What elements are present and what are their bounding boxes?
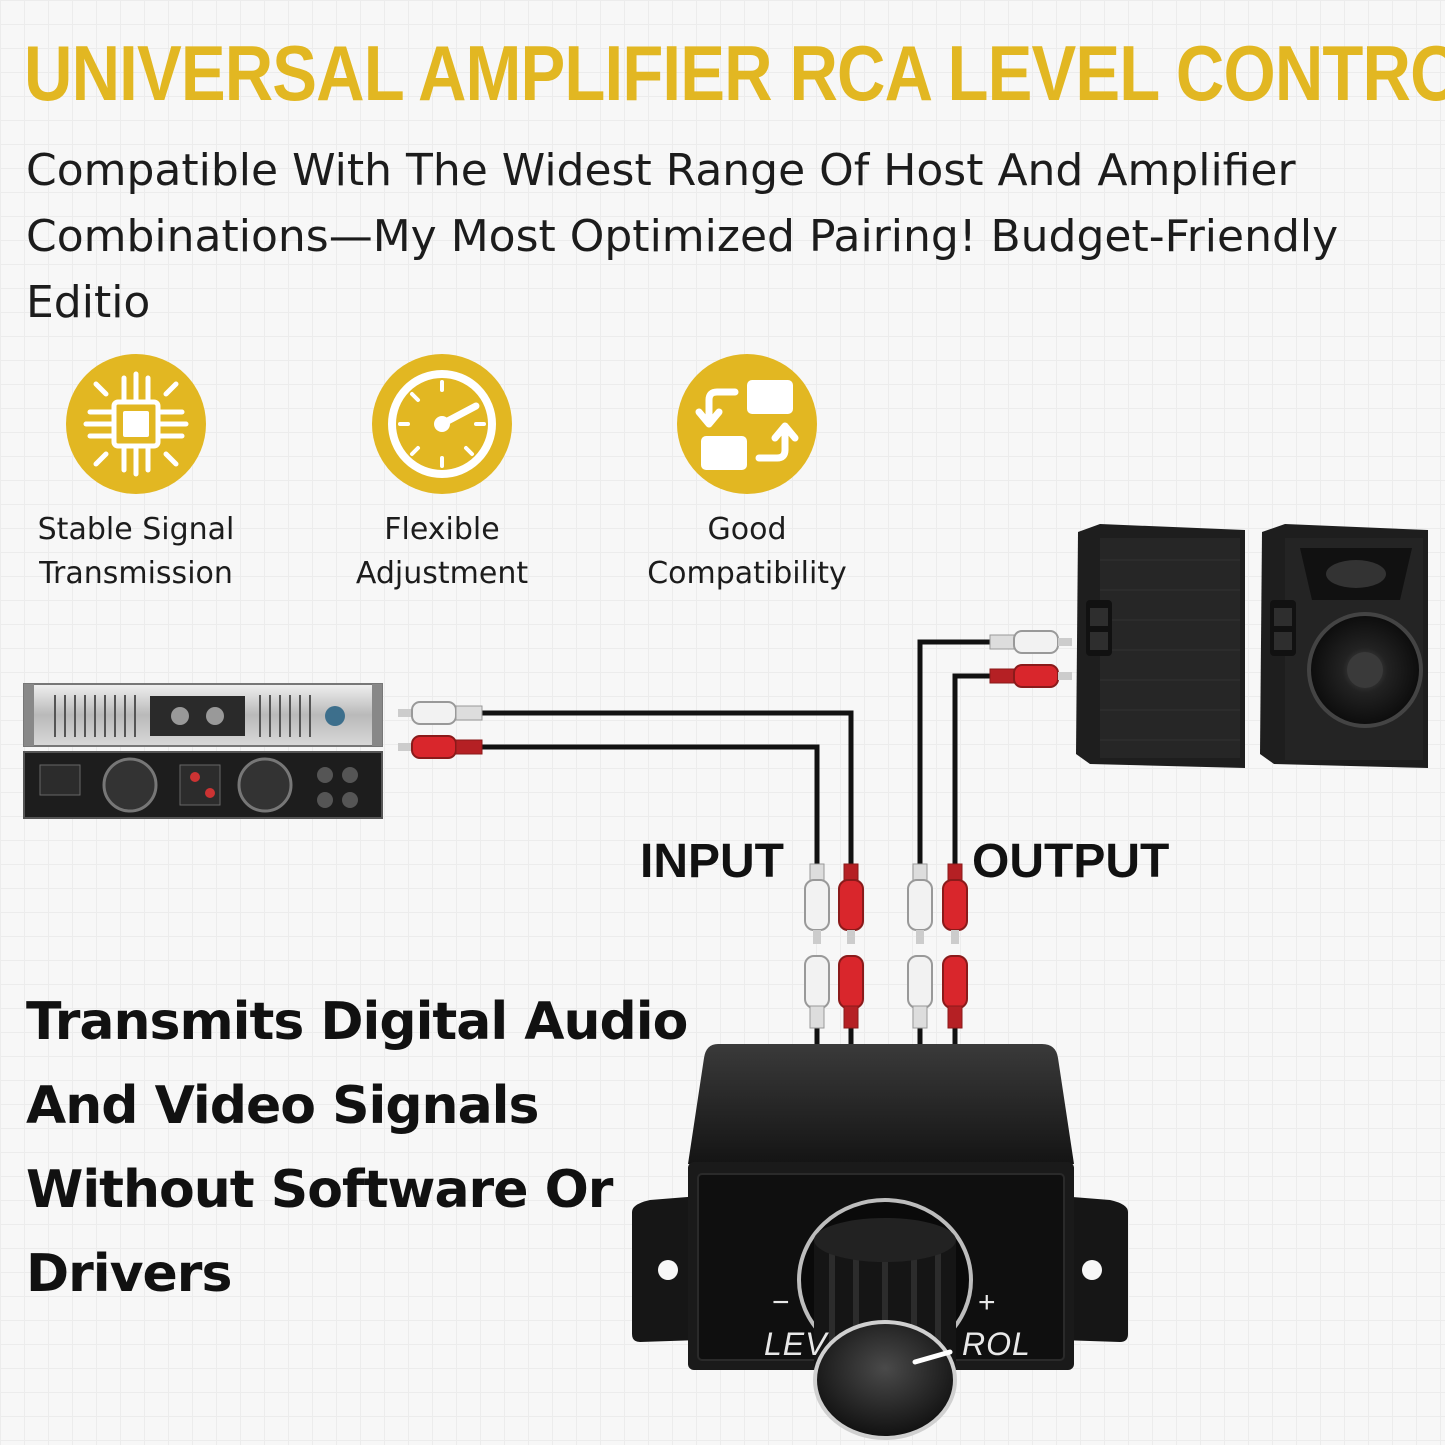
feature-label: Good Compatibility <box>647 512 847 591</box>
feature-label: Flexible Adjustment <box>355 512 529 591</box>
level-control-device <box>632 1044 1128 1440</box>
feature-flexible-adjustment: Flexible Adjustment <box>312 354 572 596</box>
speakers-image <box>1076 524 1428 768</box>
level-text-left: LEV <box>764 1326 828 1362</box>
description-text: Transmits Digital Audio And Video Signal… <box>26 992 688 1304</box>
rca-plug-white-output <box>989 630 1072 654</box>
minus-sign: − <box>772 1286 791 1319</box>
plus-sign: + <box>978 1286 997 1319</box>
circuit-chip-icon <box>66 354 206 494</box>
rca-jack-vertical-row-bottom <box>804 955 968 1029</box>
rca-plug-vertical-row-top <box>804 863 968 944</box>
rca-cables <box>480 639 990 1046</box>
page-subtitle: Compatible With The Widest Range Of Host… <box>26 145 1339 328</box>
gauge-dial-icon <box>372 354 512 494</box>
rca-plug-red-output <box>989 664 1072 688</box>
swap-screens-icon <box>677 354 817 494</box>
feature-good-compatibility: Good Compatibility <box>617 354 877 596</box>
amplifier-image <box>23 683 383 819</box>
output-label: OUTPUT <box>972 835 1170 888</box>
input-label: INPUT <box>640 835 784 888</box>
page-title: UNIVERSAL AMPLIFIER RCA LEVEL CONTROL <box>24 29 1445 117</box>
feature-label: Stable Signal Transmission <box>37 512 235 591</box>
feature-stable-signal: Stable Signal Transmission <box>6 354 266 596</box>
rca-plug-red-input <box>398 735 483 759</box>
rca-plug-white-input <box>398 701 483 725</box>
level-text-right: ROL <box>962 1326 1031 1362</box>
